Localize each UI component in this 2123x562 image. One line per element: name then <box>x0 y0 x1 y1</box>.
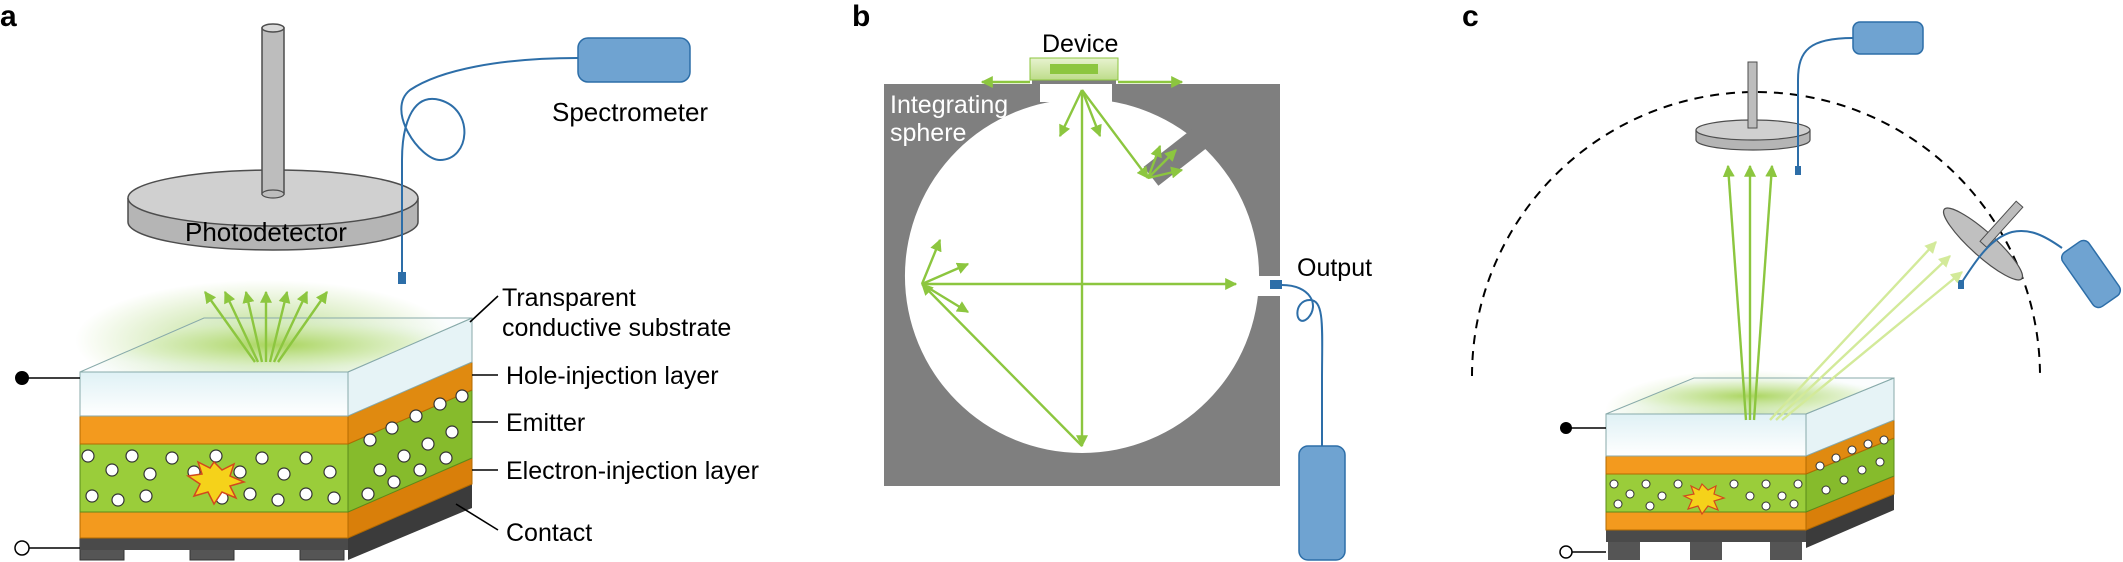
fiber-c-top <box>1797 37 1854 166</box>
fiber-b <box>1281 284 1324 448</box>
spectrometer-box-b <box>1298 445 1346 561</box>
spectrometer-label: Spectrometer <box>552 97 708 127</box>
fiber-c-side <box>1961 230 2063 283</box>
panel-c: c <box>1462 0 2122 560</box>
spectrometer-c-top <box>1852 21 1924 55</box>
sphere-label-2: sphere <box>890 119 966 147</box>
panel-label-c: c <box>1462 0 1479 33</box>
photodetector <box>127 23 419 251</box>
panel-b: b Device Integrating sphere <box>852 0 1372 561</box>
entrance-port <box>1040 84 1112 102</box>
photodetector-label: Photodetector <box>185 217 347 247</box>
panel-label-a: a <box>0 0 17 33</box>
panel-label-b: b <box>852 0 870 33</box>
label-contact: Contact <box>506 519 592 547</box>
fiber-tip-c-top <box>1795 166 1801 175</box>
output-label: Output <box>1297 254 1372 282</box>
label-substrate-1: Transparent <box>502 284 636 312</box>
fiber-a <box>400 57 579 272</box>
layer-leaders <box>455 295 499 531</box>
spectrometer-box <box>577 37 691 83</box>
device-stack-c <box>1559 377 1895 560</box>
label-emitter: Emitter <box>506 409 585 437</box>
label-substrate-2: conductive substrate <box>502 314 731 342</box>
label-electron-injection: Electron-injection layer <box>506 457 759 485</box>
photodetector-c-side <box>1942 200 2024 281</box>
emission-arrows-c <box>1722 164 1963 421</box>
device-stack-a <box>14 317 473 561</box>
emission-arrows-a <box>204 290 328 363</box>
sphere-label-1: Integrating <box>890 91 1008 119</box>
integrating-sphere-body <box>884 64 1280 486</box>
device-label: Device <box>1042 30 1118 58</box>
fiber-tip-a <box>398 272 406 284</box>
baffle <box>1143 126 1211 186</box>
device-b-active <box>1050 64 1098 74</box>
panel-a: a Photodetector Spectrometer <box>0 0 759 561</box>
photodetector-c-top <box>1695 61 1811 151</box>
fiber-tip-b <box>1270 280 1282 289</box>
label-hole-injection: Hole-injection layer <box>506 362 719 390</box>
goniometer-arc <box>1471 91 2041 377</box>
fiber-tip-c-side <box>1958 280 1964 289</box>
sphere-rays <box>920 89 1238 448</box>
spectrometer-c-side <box>2060 239 2122 309</box>
